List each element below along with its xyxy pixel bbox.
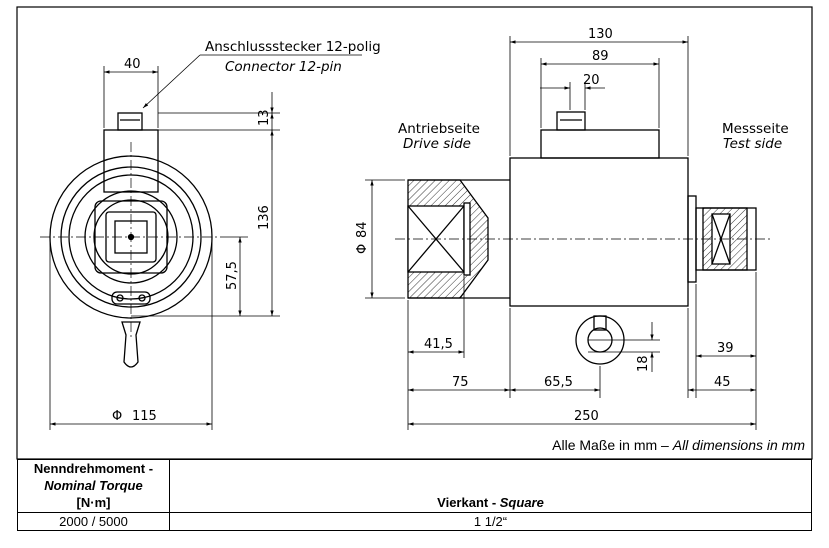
diameter-symbol-115: Φ [112, 409, 122, 424]
header-square-de: Vierkant - [437, 495, 500, 510]
dim-136: 136 [257, 205, 272, 230]
connector-label-en: Connector 12-pin [225, 59, 342, 75]
header-square-en: Square [499, 495, 544, 510]
dim-75: 75 [452, 375, 469, 390]
dim-65-5: 65,5 [544, 375, 573, 390]
side-view [395, 111, 770, 365]
header-nominal-torque-unit: [N·m] [76, 495, 111, 510]
drive-side-label-de: Antriebseite [398, 121, 480, 137]
dim-18: 18 [636, 355, 651, 372]
units-note-en: All dimensions in mm [672, 437, 805, 453]
dim-130: 130 [588, 27, 613, 42]
front-view [40, 112, 222, 368]
cell-nominal-torque-value: 2000 / 5000 [17, 512, 170, 531]
units-note: Alle Maße in mm – All dimensions in mm [500, 437, 805, 453]
side-view-dimensions [365, 36, 757, 430]
technical-drawing: Anschlussstecker 12-polig Connector 12-p… [16, 6, 813, 460]
cell-square-value: 1 1/2“ [169, 512, 812, 531]
header-nominal-torque-de: Nenndrehmoment - [33, 461, 154, 476]
dim-39: 39 [717, 341, 734, 356]
dim-13: 13 [257, 109, 272, 126]
diameter-symbol-84: Φ [355, 244, 370, 254]
header-square: Vierkant - Square [169, 459, 812, 513]
dim-250: 250 [574, 409, 599, 424]
dim-115: 115 [132, 409, 157, 424]
dim-89: 89 [592, 49, 609, 64]
spec-table: Nenndrehmoment - Nominal Torque [N·m] Vi… [17, 459, 812, 531]
connector-label-de: Anschlussstecker 12-polig [205, 39, 381, 55]
dim-84: 84 [355, 221, 370, 238]
dim-57-5: 57,5 [225, 261, 240, 290]
header-nominal-torque-en: Nominal Torque [44, 478, 143, 493]
spec-table-row: 2000 / 5000 1 1/2“ [17, 512, 812, 531]
header-nominal-torque: Nenndrehmoment - Nominal Torque [N·m] [17, 459, 170, 513]
front-view-dimensions [49, 54, 362, 430]
test-side-label-de: Messseite [722, 121, 789, 137]
dim-20: 20 [583, 73, 600, 88]
dim-41-5: 41,5 [424, 337, 453, 352]
spec-table-header-row: Nenndrehmoment - Nominal Torque [N·m] Vi… [17, 459, 812, 513]
drive-side-label-en: Drive side [403, 136, 471, 152]
units-note-de: Alle Maße in mm – [552, 437, 673, 453]
test-side-label-en: Test side [723, 136, 782, 152]
dim-45: 45 [714, 375, 731, 390]
dim-40: 40 [124, 57, 141, 72]
